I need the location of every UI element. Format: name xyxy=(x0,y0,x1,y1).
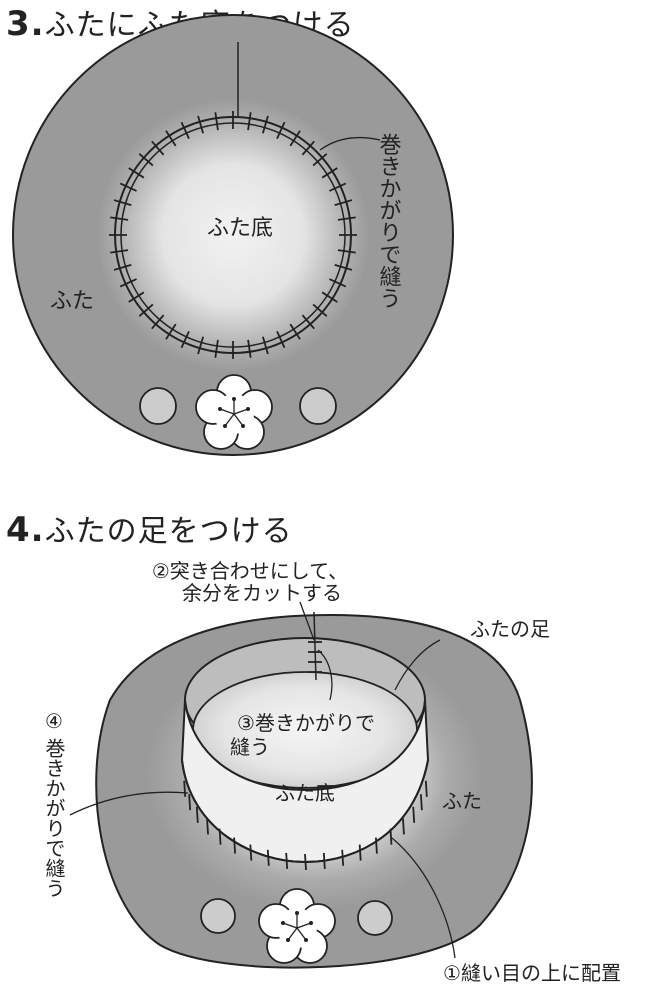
whip-stitch xyxy=(301,140,315,156)
butt-join-label: ②突き合わせにして、 xyxy=(152,559,348,583)
foot-whip-stitches xyxy=(183,780,428,871)
whip-stitch xyxy=(337,249,356,254)
whip-stitch xyxy=(329,278,347,288)
whip-stitch xyxy=(151,314,165,330)
whip-stitch xyxy=(110,216,129,221)
whip-stitch xyxy=(119,182,137,192)
whip-stitch xyxy=(151,140,165,156)
lid-disc xyxy=(12,14,454,456)
whip-stitch xyxy=(247,339,252,358)
lid-label: ふた xyxy=(50,289,94,314)
whip-stitch xyxy=(165,323,177,340)
button-left-4 xyxy=(200,898,236,934)
whip-stitch xyxy=(180,121,190,139)
whip-stitch xyxy=(412,806,416,823)
whip-stitch xyxy=(276,121,286,139)
whip-stitch xyxy=(334,199,353,206)
whip-stitch xyxy=(419,794,423,811)
whip-stitch xyxy=(285,852,289,869)
whip-stitch xyxy=(312,303,328,317)
step4-diagram: ②突き合わせにして、 余分をカットする ふたの足 ③巻きかがりで 縫う ふた底 … xyxy=(42,559,621,985)
whip-stitch xyxy=(138,153,154,167)
button-right-4 xyxy=(357,900,393,936)
plum-flower-icon-4 xyxy=(258,888,336,964)
whip-stitch-3-label-2: 縫う xyxy=(230,735,270,759)
whip-stitch xyxy=(197,115,204,134)
whip-stitch xyxy=(113,199,132,206)
whip-stitch xyxy=(402,818,405,835)
button-left xyxy=(139,387,177,425)
whip-stitch xyxy=(214,339,219,358)
whip-stitch xyxy=(312,153,328,167)
whip-stitches xyxy=(109,111,357,359)
whip-stitch xyxy=(337,216,356,221)
step3-diagram: ふた底 ふた 巻きかがりで縫う xyxy=(12,14,454,456)
whip-stitch xyxy=(249,844,253,861)
whip-stitch xyxy=(334,264,353,271)
place-on-seam-label: ①縫い目の上に配置 xyxy=(443,961,621,985)
lid-label-4: ふた xyxy=(442,789,482,813)
whip-stitch xyxy=(375,837,378,854)
step3-number: 3. xyxy=(6,4,45,44)
whip-stitch xyxy=(304,853,307,871)
whip-stitch xyxy=(119,278,137,288)
butt-join-label-2: 余分をカットする xyxy=(182,581,342,605)
whip-stitch xyxy=(329,182,347,192)
whip-stitch xyxy=(128,291,145,303)
whip-stitch xyxy=(289,130,301,147)
whip-stitch xyxy=(266,849,270,866)
plum-flower-icon xyxy=(195,374,273,450)
step4-title: 4.ふたの足をつける xyxy=(6,506,293,550)
whip-stitch xyxy=(301,314,315,330)
whip-stitch xyxy=(321,167,338,179)
whip-stitch xyxy=(218,828,222,845)
whip-stitch xyxy=(289,323,301,340)
whip-stitch-4-label: 巻きかがりで縫う xyxy=(42,738,66,898)
whip-stitch xyxy=(197,336,204,355)
whip-stitch xyxy=(138,303,154,317)
whip-stitch xyxy=(188,794,192,811)
step4-number: 4. xyxy=(6,510,45,550)
whip-stitch xyxy=(262,336,269,355)
whip-stitch-4-num: ④ xyxy=(45,709,63,733)
whip-stitch xyxy=(233,837,236,854)
whip-stitch xyxy=(321,291,338,303)
whip-stitch xyxy=(206,818,209,835)
whip-stitch xyxy=(262,115,269,134)
whip-stitch xyxy=(165,130,177,147)
lid-foot-label: ふたの足 xyxy=(470,617,550,641)
lid-bottom-label-4: ふた底 xyxy=(275,781,335,805)
whip-stitch-3-label: ③巻きかがりで xyxy=(237,711,375,735)
whip-stitch xyxy=(180,331,190,349)
step4-title-text: ふたの足をつける xyxy=(44,514,293,549)
lid-bottom-label: ふた底 xyxy=(207,216,273,241)
whip-stitch xyxy=(195,806,199,823)
whip-stitch xyxy=(214,112,219,131)
whip-stitch xyxy=(247,112,252,131)
whip-stitch xyxy=(341,849,345,866)
whip-stitch xyxy=(113,264,132,271)
butt-join-seam xyxy=(313,611,317,681)
whip-stitch xyxy=(110,249,129,254)
whip-stitch xyxy=(389,828,393,845)
whip-stitch xyxy=(128,167,145,179)
button-right xyxy=(299,387,337,425)
whip-stitch-label: 巻きかがりで縫う xyxy=(376,133,402,309)
whip-stitch xyxy=(183,780,187,797)
whip-stitch xyxy=(358,844,362,861)
whip-stitch xyxy=(322,852,326,869)
label-leader-line xyxy=(319,136,381,151)
whip-stitch xyxy=(276,331,286,349)
whip-stitch xyxy=(424,780,428,797)
